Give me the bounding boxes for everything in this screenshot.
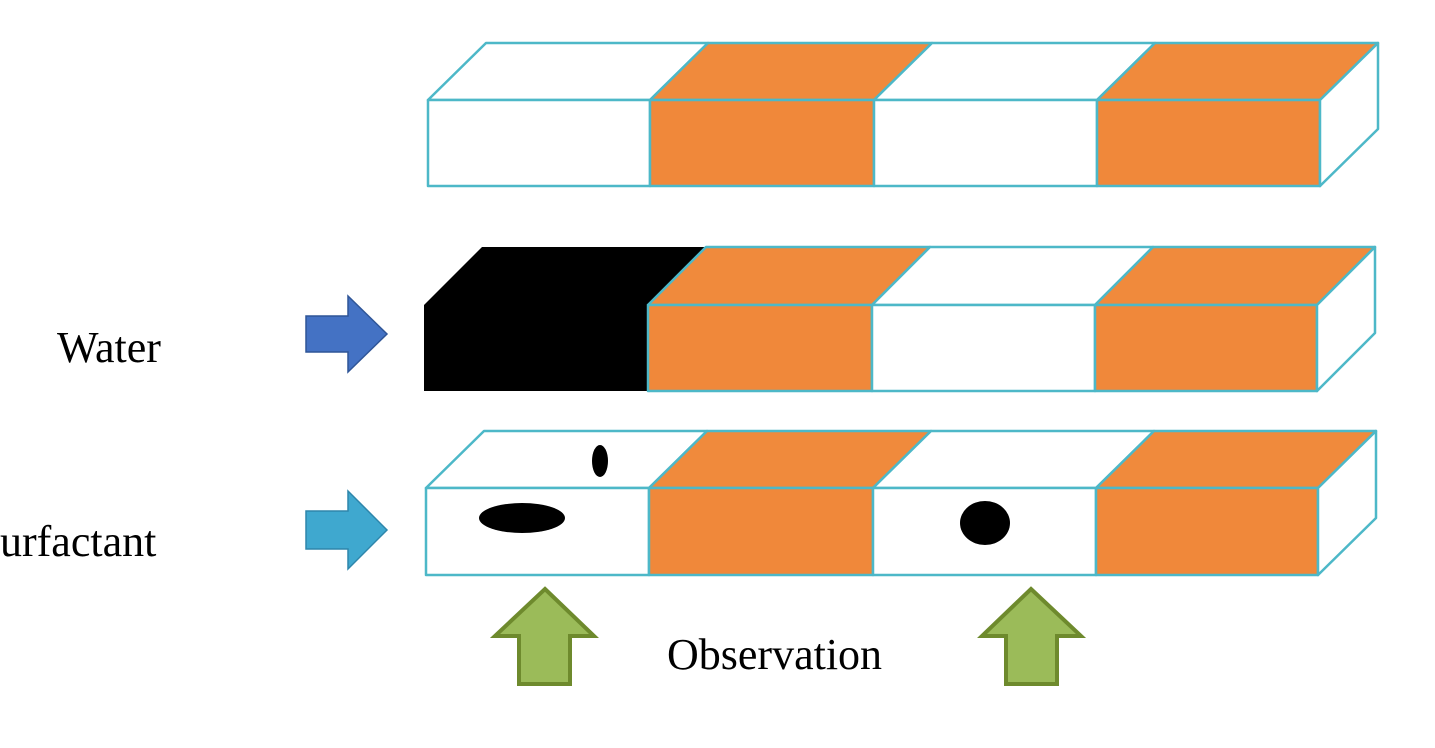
row2-seg2-front [646, 303, 874, 393]
row-initial [426, 41, 1380, 188]
surfactant-label: urfactant [0, 517, 156, 566]
oil-blob-small [592, 445, 608, 477]
row1-seg4-front [1095, 98, 1322, 188]
row3-seg2-front [647, 486, 875, 577]
water-arrow-icon [305, 294, 389, 374]
observation-arrow-left-icon [489, 586, 599, 686]
row3-side [1316, 429, 1378, 577]
row1-seg1-front [426, 98, 652, 188]
row2-seg1-top [424, 247, 706, 305]
row1-side [1318, 41, 1380, 188]
row1-seg2-front [648, 98, 876, 188]
row-surfactant [424, 429, 1378, 577]
observation-arrow-right-icon [977, 586, 1087, 686]
observation-label: Observation [667, 630, 882, 679]
row1-seg3-front [872, 98, 1099, 188]
row3-seg4-front [1094, 486, 1320, 577]
oil-blob-round [960, 501, 1010, 545]
row2-seg1-front [424, 305, 648, 391]
row2-seg3-front [870, 303, 1097, 393]
surfactant-arrow-icon [305, 489, 389, 571]
water-label: Water [57, 323, 161, 372]
oil-blob-elongated [479, 503, 565, 533]
row-water [424, 245, 1377, 393]
row2-seg4-front [1093, 303, 1319, 393]
row2-side [1315, 245, 1377, 393]
